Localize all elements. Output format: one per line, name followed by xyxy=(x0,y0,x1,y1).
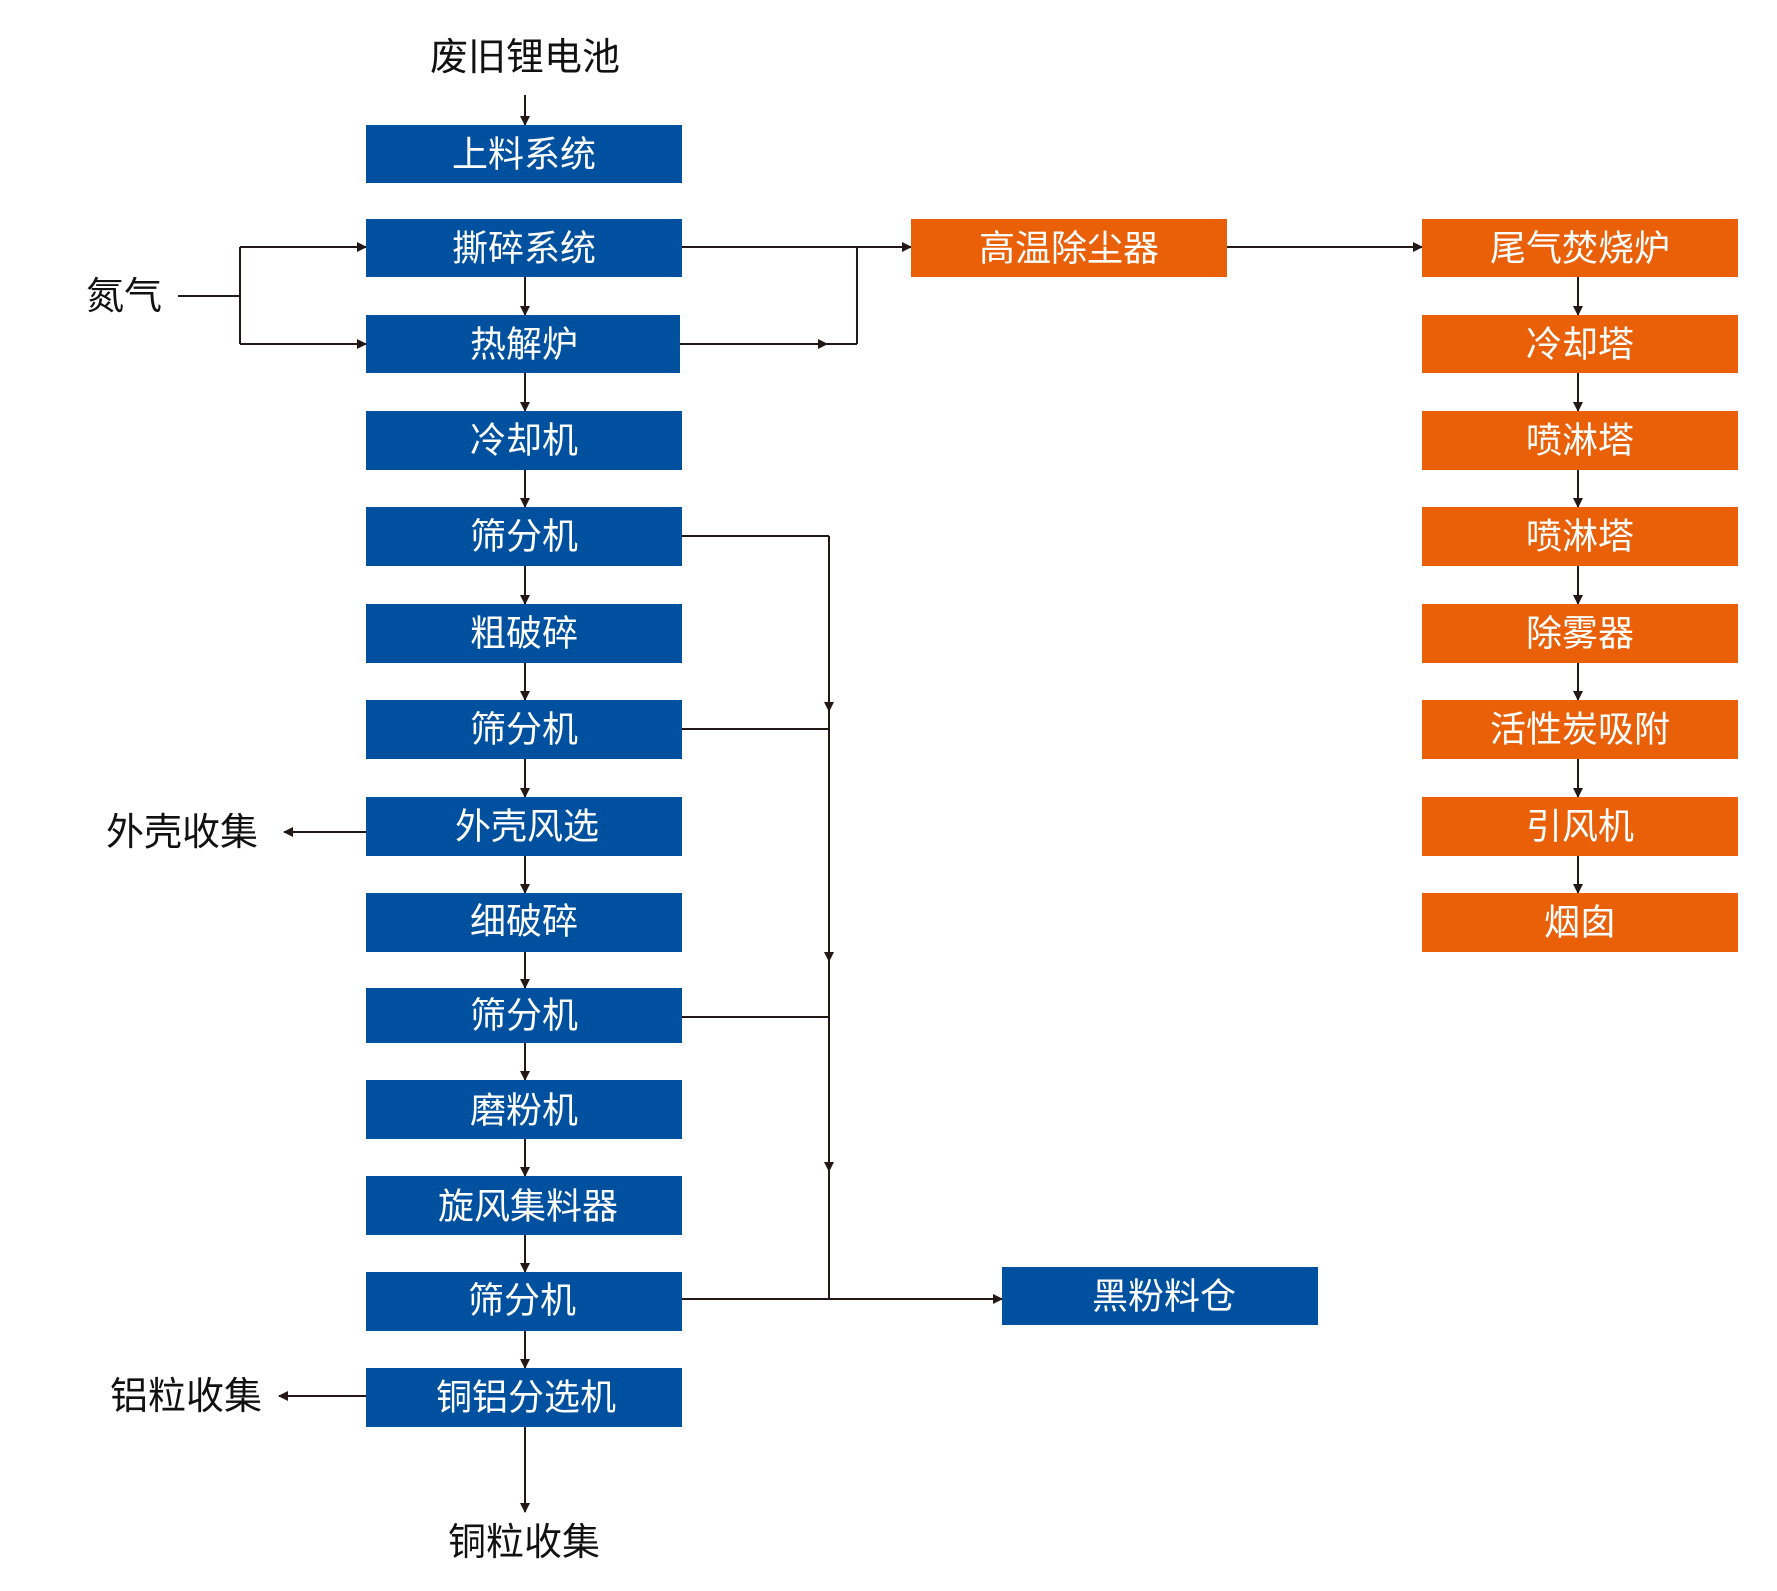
coarse-crush-label: 粗破碎 xyxy=(470,614,578,655)
cooler-label: 冷却机 xyxy=(470,421,578,462)
cu-al-sep-label: 铜铝分选机 xyxy=(436,1378,616,1419)
black-powder-bin-box xyxy=(1002,1267,1318,1325)
mill-box xyxy=(366,1080,682,1139)
shell-collect-label: 外壳收集 xyxy=(106,810,258,854)
shell-air-sep-label: 外壳风选 xyxy=(455,807,599,848)
shredding-box xyxy=(366,219,682,277)
cu-al-sep-box xyxy=(366,1368,682,1427)
incinerator-label: 尾气焚烧炉 xyxy=(1490,229,1670,270)
fan-label: 引风机 xyxy=(1526,807,1634,848)
carbon-adsorb-label: 活性炭吸附 xyxy=(1490,710,1670,751)
fine-crush-label: 细破碎 xyxy=(470,902,578,943)
screen-4-box xyxy=(366,1272,682,1331)
black-powder-bin-label: 黑粉料仓 xyxy=(1092,1277,1236,1318)
screen-2-label: 筛分机 xyxy=(470,710,578,751)
source-label: 废旧锂电池 xyxy=(430,35,620,79)
spray-tower-2-box xyxy=(1422,507,1738,566)
shell-air-sep-box xyxy=(366,797,682,856)
cyclone-label: 旋风集料器 xyxy=(438,1187,618,1228)
gas-treatment-line: 高温除尘器 尾气焚烧炉 冷却塔 喷淋塔 喷淋塔 除雾器 活性炭吸附 引风机 烟囱 xyxy=(911,219,1738,952)
cooler-box xyxy=(366,411,682,470)
screen-2-box xyxy=(366,700,682,759)
plain-labels: 废旧锂电池 氮气 外壳收集 铝粒收集 铜粒收集 xyxy=(86,35,620,1564)
screen-1-label: 筛分机 xyxy=(470,517,578,558)
screen-3-label: 筛分机 xyxy=(470,996,578,1037)
screen-4-label: 筛分机 xyxy=(468,1281,576,1322)
screen-1-box xyxy=(366,507,682,566)
spray-tower-1-box xyxy=(1422,411,1738,470)
fan-box xyxy=(1422,797,1738,856)
shredding-label: 撕碎系统 xyxy=(452,229,596,270)
pyrolysis-label: 热解炉 xyxy=(470,325,578,366)
spray-tower-1-label: 喷淋塔 xyxy=(1526,421,1634,462)
carbon-adsorb-box xyxy=(1422,700,1738,759)
chimney-box xyxy=(1422,893,1738,952)
cyclone-box xyxy=(366,1176,682,1235)
cooling-tower-box xyxy=(1422,315,1738,373)
spray-tower-2-label: 喷淋塔 xyxy=(1526,517,1634,558)
cu-collect-label: 铜粒收集 xyxy=(448,1520,600,1564)
connectors xyxy=(178,95,1583,1513)
dust-collector-label: 高温除尘器 xyxy=(979,229,1159,270)
chimney-label: 烟囱 xyxy=(1544,903,1616,944)
demister-box xyxy=(1422,604,1738,663)
fine-crush-box xyxy=(366,893,682,952)
nitrogen-label: 氮气 xyxy=(86,274,162,318)
pyrolysis-box xyxy=(366,315,680,373)
demister-label: 除雾器 xyxy=(1526,614,1634,655)
main-process-line: 上料系统 撕碎系统 热解炉 冷却机 筛分机 粗破碎 筛分机 外壳风选 细破碎 筛… xyxy=(366,125,1318,1427)
dust-collector-box xyxy=(911,219,1227,277)
coarse-crush-box xyxy=(366,604,682,663)
screen-3-box xyxy=(366,988,682,1043)
al-collect-label: 铝粒收集 xyxy=(110,1374,262,1418)
feeding-box xyxy=(366,125,682,183)
cooling-tower-label: 冷却塔 xyxy=(1526,325,1634,366)
feeding-label: 上料系统 xyxy=(452,135,596,176)
incinerator-box xyxy=(1422,219,1738,277)
mill-label: 磨粉机 xyxy=(470,1091,578,1132)
